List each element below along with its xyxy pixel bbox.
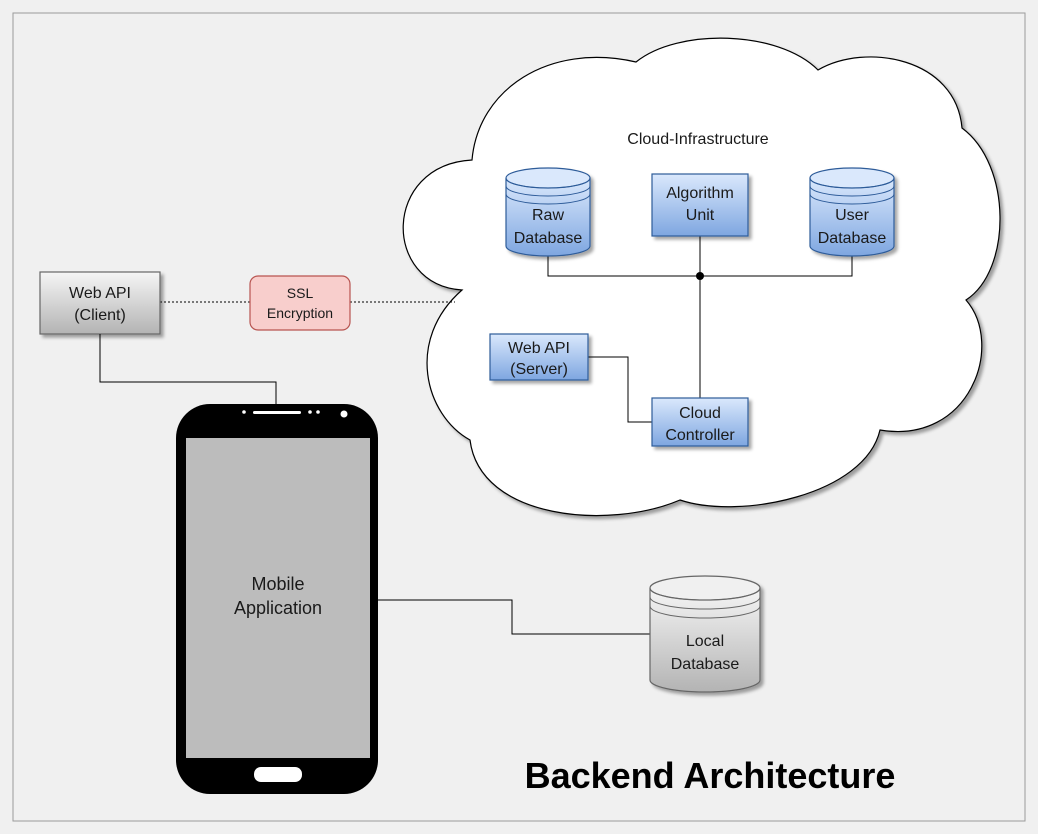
- mobile-application-label-1: Mobile: [251, 574, 304, 594]
- phone-sensor-left: [242, 410, 246, 414]
- raw-database-node[interactable]: [505, 167, 591, 257]
- raw-database-label-2: Database: [514, 230, 583, 247]
- web-api-server-node[interactable]: [489, 333, 589, 381]
- phone-home-button[interactable]: [254, 767, 302, 782]
- diagram-title: Backend Architecture: [525, 755, 896, 796]
- local-database-label-2: Database: [671, 656, 740, 673]
- user-database-label-1: User: [835, 207, 869, 224]
- web-api-client-label-2: (Client): [74, 307, 126, 324]
- ssl-encryption-label-2: Encryption: [267, 305, 333, 321]
- phone-camera: [340, 410, 348, 418]
- connector-raw-db: [547, 256, 700, 277]
- junction-dot: [696, 272, 704, 280]
- local-database-node[interactable]: [649, 575, 761, 693]
- web-api-server-label-2: (Server): [510, 361, 568, 378]
- connector-user-db: [700, 256, 853, 277]
- web-api-client-label-1: Web API: [69, 285, 131, 302]
- web-api-client-node[interactable]: [39, 271, 161, 335]
- cloud-controller-label-2: Controller: [665, 427, 735, 444]
- ssl-encryption-label-1: SSL: [287, 285, 314, 301]
- algorithm-unit-node[interactable]: [651, 173, 749, 237]
- phone-sensor-right-2: [316, 410, 320, 414]
- connector-phone-local-db: [378, 599, 650, 635]
- web-api-server-label-1: Web API: [508, 340, 570, 357]
- phone-sensor-right-1: [308, 410, 312, 414]
- cloud-connectors: [547, 236, 853, 423]
- connector-web-api-server: [588, 356, 652, 423]
- cloud-controller-label-1: Cloud: [679, 405, 721, 422]
- mobile-application-label-2: Application: [234, 598, 322, 618]
- cloud-controller-node[interactable]: [651, 397, 749, 447]
- ssl-encryption-node[interactable]: [249, 275, 351, 331]
- phone-screen: [186, 438, 370, 758]
- user-database-label-2: Database: [818, 230, 887, 247]
- phone-speaker: [253, 411, 301, 414]
- raw-database-label-1: Raw: [532, 207, 564, 224]
- cloud-label: Cloud-Infrastructure: [627, 131, 768, 148]
- connector-client-phone: [99, 334, 277, 404]
- algorithm-unit-label-1: Algorithm: [666, 185, 734, 202]
- local-database-label-1: Local: [686, 633, 724, 650]
- algorithm-unit-label-2: Unit: [686, 207, 715, 224]
- mobile-phone[interactable]: [176, 404, 378, 794]
- user-database-node[interactable]: [809, 167, 895, 257]
